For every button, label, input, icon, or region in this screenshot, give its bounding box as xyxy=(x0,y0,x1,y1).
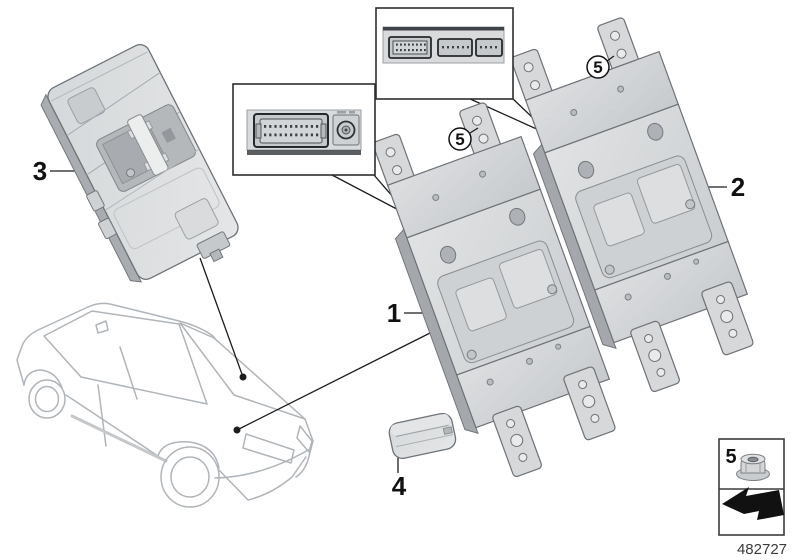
legend-item-number: 5 xyxy=(725,446,736,468)
leader-car-to-unit1 xyxy=(236,329,437,431)
car-rear-corner-edge xyxy=(295,440,314,478)
callout-5-unit1[interactable]: 5 xyxy=(448,127,479,151)
callout-5-unit1-label: 5 xyxy=(455,130,464,149)
callout-2[interactable]: 2 xyxy=(731,172,745,202)
cover-seam-2 xyxy=(395,434,453,448)
unit3-screw xyxy=(126,168,136,178)
unit3-band-seam-upper xyxy=(66,72,161,137)
install-direction-arrow-icon xyxy=(722,487,784,520)
inset-a-latch-right xyxy=(320,123,327,139)
cover-item4 xyxy=(388,412,457,460)
car-rear-wheel xyxy=(160,446,220,508)
car-front-wheel-rim xyxy=(34,385,60,413)
callout-5-unit2[interactable]: 5 xyxy=(586,55,615,79)
car-bumper-crease xyxy=(214,448,311,479)
unit3-metal-clip xyxy=(127,114,169,176)
callout-5-unit2-label: 5 xyxy=(593,58,602,77)
car-mirror xyxy=(95,320,109,334)
leader-unit3-to-car xyxy=(199,257,244,378)
car-taillight-right xyxy=(296,425,313,453)
car-rear-wheel-rim xyxy=(170,456,210,498)
callout-1[interactable]: 1 xyxy=(387,298,401,328)
car-rear-wheel-arch xyxy=(157,441,220,469)
inset-b-connector-2 xyxy=(437,38,473,57)
callout-5-unit1-circle xyxy=(448,127,472,151)
unit3-bottom-recess xyxy=(174,198,219,240)
car-location-dot-1 xyxy=(239,373,247,381)
car-front-end xyxy=(16,345,25,386)
inset-b-connector-2-pins xyxy=(442,46,469,49)
car-tail-edge xyxy=(304,418,314,442)
inset-b-connector-1-inner xyxy=(392,40,428,55)
car-rear-bumper-bottom xyxy=(218,456,307,501)
car-side-glass xyxy=(43,310,208,405)
callout-5-unit2-tick xyxy=(606,55,615,62)
unit3-connector-pin xyxy=(209,248,224,263)
unit3-lid-seam xyxy=(51,51,148,102)
inset-a-label-mark-2 xyxy=(349,111,355,114)
callout-4[interactable]: 4 xyxy=(392,471,407,501)
cover-latch xyxy=(442,426,453,435)
inset-a-latch-left xyxy=(255,123,262,139)
car-door-seam xyxy=(97,384,107,447)
inset-a-faceplate-shadow xyxy=(247,150,361,155)
unit3-small-port xyxy=(161,127,176,144)
inset-b-connector-1-pins xyxy=(396,43,426,52)
car-taillight-left xyxy=(242,433,295,464)
connector-inset-b xyxy=(375,7,514,100)
telematics-control-unit-item3 xyxy=(40,44,239,283)
inset-a-label-mark-1 xyxy=(337,111,346,114)
unit3-mount-lug-1 xyxy=(86,190,105,212)
callout-5-unit1-tick xyxy=(469,127,479,134)
car-location-dot-2 xyxy=(233,426,241,434)
car-rocker-strip xyxy=(70,414,168,463)
car-front-wheel xyxy=(28,379,66,419)
callout-3[interactable]: 3 xyxy=(33,156,47,186)
car-front-wheel-arch xyxy=(23,369,63,389)
unit3-mount-lug-2 xyxy=(98,217,117,240)
car-sketch xyxy=(16,302,314,508)
cover-seam-1 xyxy=(395,424,449,437)
car-roofline xyxy=(21,302,218,347)
inset-a-main-connector-inner xyxy=(259,118,323,144)
inset-a-antenna-core xyxy=(344,128,348,132)
inset-a-pin-rows xyxy=(264,125,319,137)
car-sill-line xyxy=(65,394,159,457)
inset-b-faceplate-edge xyxy=(383,27,504,31)
diagram-part-number: 482727 xyxy=(737,541,787,558)
car-b-pillar xyxy=(119,346,138,400)
connector-inset-a xyxy=(232,83,376,176)
inset-b-connector-3-pins xyxy=(480,46,497,49)
callout-5-unit2-circle xyxy=(586,55,610,79)
unit3-lower-panel xyxy=(113,167,220,250)
inset-b-connector-3 xyxy=(475,38,503,57)
legend-box[interactable]: 5 xyxy=(718,438,785,536)
cover-top-face xyxy=(390,414,450,436)
unit3-lower-seam xyxy=(104,148,200,212)
hex-nut-icon xyxy=(736,453,770,481)
